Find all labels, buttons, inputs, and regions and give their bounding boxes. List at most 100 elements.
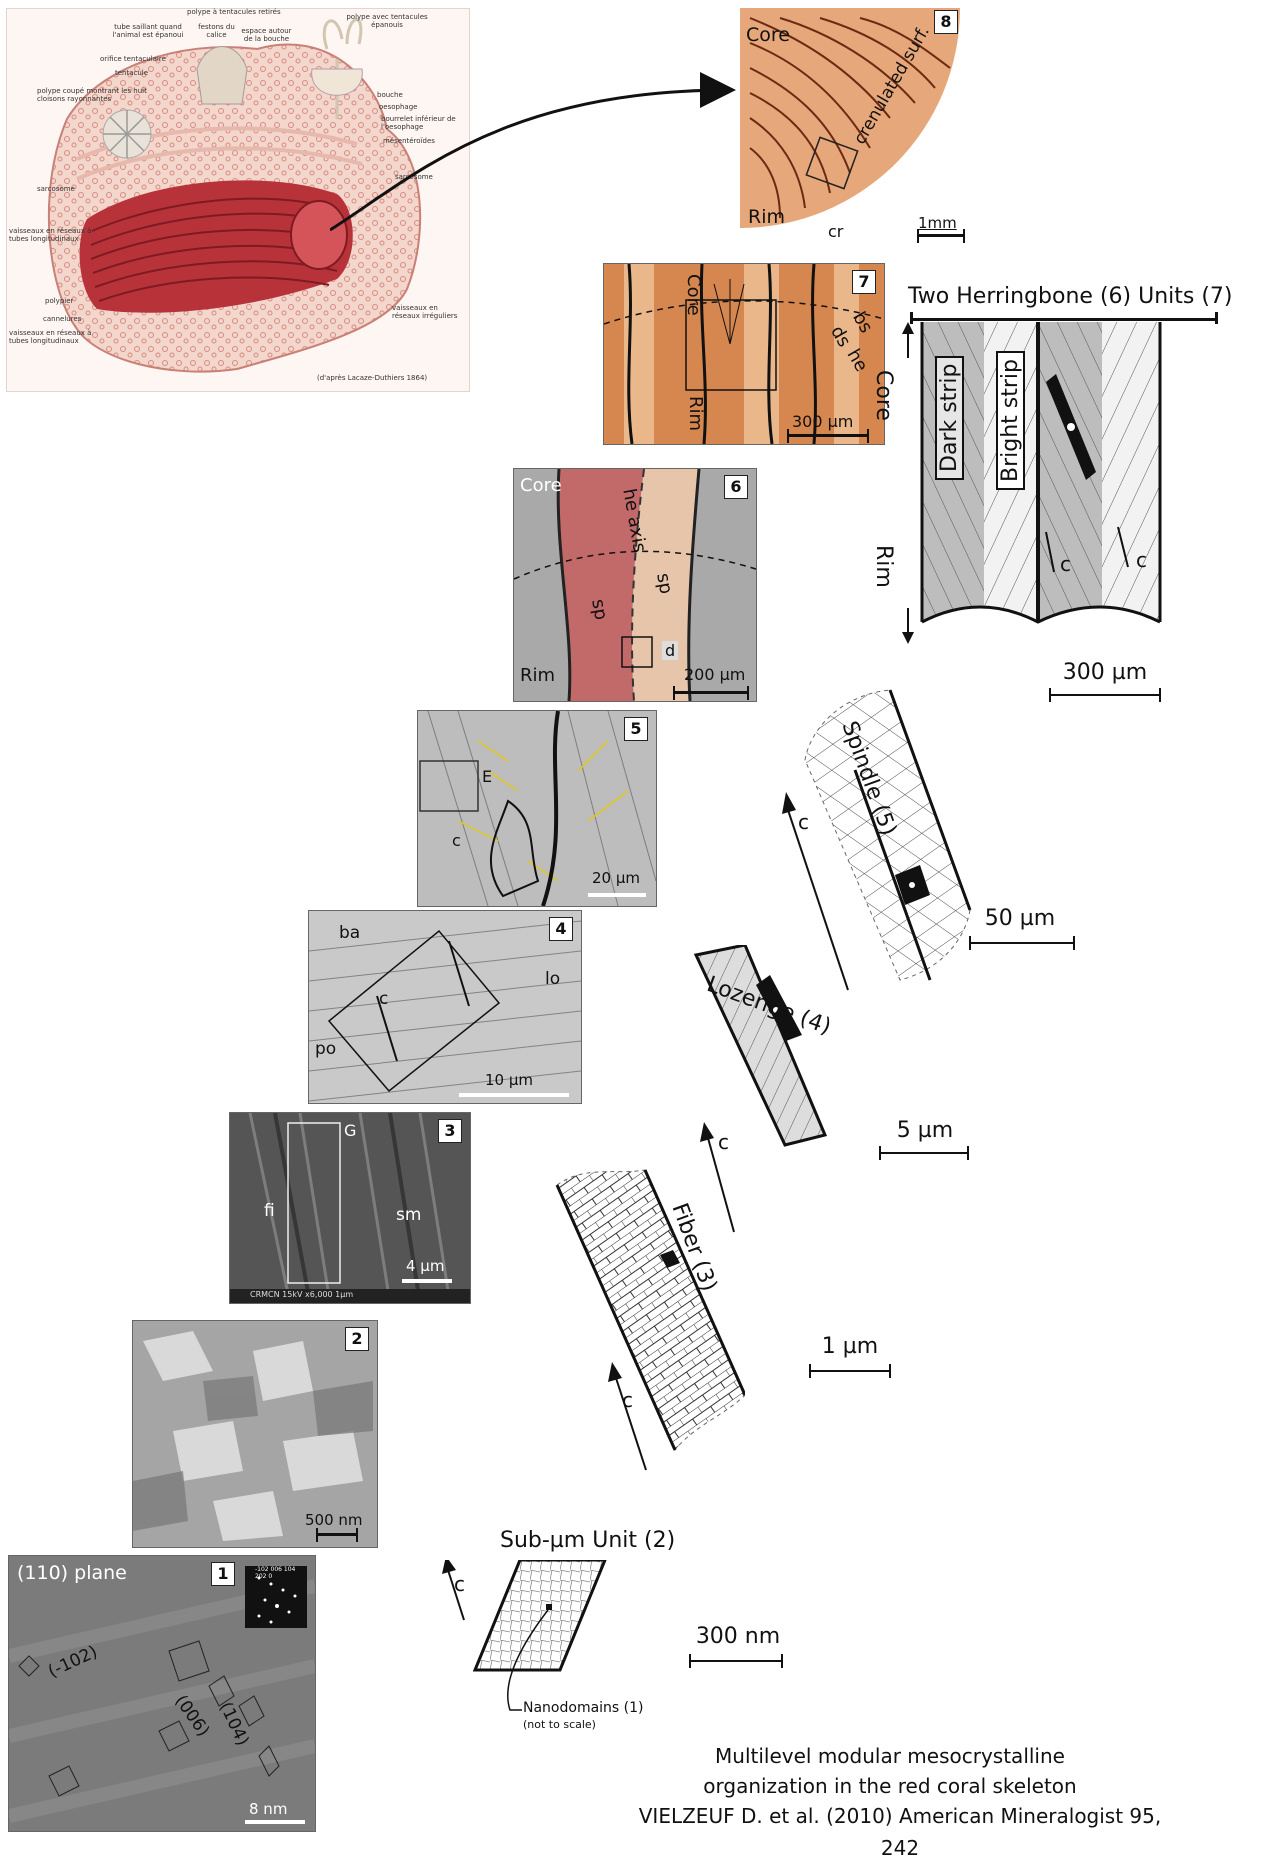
caption-line-1: Multilevel modular mesocrystalline (620, 1740, 1160, 1772)
bright-strip-label: Bright strip (996, 351, 1025, 490)
label-polyp-open: polype avec tentacules épanouis (337, 13, 437, 29)
panel-3-sm: sm (396, 1205, 421, 1225)
panel-7-core: Core (683, 274, 704, 316)
lozenge-scale: 5 µm (880, 1118, 970, 1143)
panel-5: 5 E c 20 µm (417, 710, 657, 907)
panel-2-scalebar (317, 1533, 357, 1536)
label-polyp-retracted: polype à tentacules retirés (187, 8, 327, 16)
panel-8-number: 8 (934, 10, 958, 34)
diff-label-202: 202 (255, 1573, 266, 1580)
label-tentacule: tentacule (115, 69, 165, 77)
label-vessels-bottom: vaisseaux en réseaux à tubes longitudina… (9, 329, 99, 345)
panel-6-d: d (662, 641, 678, 660)
label-sarcosome-left: sarcosome (37, 185, 97, 193)
spindle-scale: 50 µm (966, 906, 1074, 931)
panel-8-core: Core (746, 24, 790, 46)
nanodomains-note: (not to scale) (523, 1718, 596, 1731)
spindle-scalebar (970, 942, 1074, 944)
caption-line-2: organization in the red coral skeleton (620, 1770, 1160, 1802)
panel-4-scale: 10 µm (485, 1071, 533, 1089)
illustration-credit: (d'après Lacaze-Duthiers 1864) (317, 374, 462, 382)
herringbone-c1: c (1060, 552, 1071, 576)
panel-2-scale: 500 nm (305, 1511, 363, 1529)
fiber-scale: 1 µm (808, 1334, 892, 1359)
panel-4-lo: lo (545, 969, 560, 989)
panel-8-cr: cr (828, 222, 843, 241)
label-festons: festons du calice (194, 23, 239, 39)
fiber-c: c (622, 1388, 633, 1412)
panel-1-title: (110) plane (17, 1562, 127, 1584)
panel-5-number: 5 (624, 717, 648, 741)
panel-6-core: Core (520, 475, 562, 496)
panel-1-image (9, 1556, 315, 1831)
zoom-arrow (330, 60, 750, 240)
panel-3-scalebar (402, 1279, 452, 1283)
panel-6: 6 Core Rim he axis sp sp d 200 µm (513, 468, 757, 702)
label-cannelures: cannelures (43, 315, 103, 323)
panel-4-po: po (315, 1039, 336, 1059)
panel-6-scalebar (674, 691, 748, 694)
panel-8-rim: Rim (748, 206, 785, 228)
label-polyp-cut: polype coupé montrant les huit cloisons … (37, 87, 147, 103)
panel-4: 4 ba lo po c 10 µm (308, 910, 582, 1104)
panel-1-scale: 8 nm (249, 1800, 287, 1818)
dark-strip-label: Dark strip (935, 356, 964, 480)
panel-4-scalebar (459, 1093, 569, 1097)
panel-5-E: E (482, 767, 492, 786)
panel-3-scale: 4 µm (406, 1257, 444, 1275)
panel-1-diffraction: -102 006 104 202 0 (255, 1566, 305, 1580)
panel-2: 2 500 nm (132, 1320, 378, 1548)
panel-5-c: c (452, 831, 461, 850)
panel-4-number: 4 (549, 917, 573, 941)
label-orifice: orifice tentaculaire (100, 55, 170, 63)
fiber-c-arrow (600, 1360, 660, 1480)
label-vessels-top: vaisseaux en réseaux à tubes longitudina… (9, 227, 99, 243)
panel-8: 8 Core Rim cr crenulated surf. 1mm (740, 8, 972, 246)
label-tube: tube saillant quand l'animal est épanoui (103, 23, 193, 39)
herringbone-scalebar (1050, 694, 1160, 696)
panel-3: 3 G fi sm 4 µm CRMCN 15kV x6,000 1µm (229, 1112, 471, 1304)
panel-3-footer: CRMCN 15kV x6,000 1µm (250, 1290, 353, 1299)
core-rim-arrows (898, 318, 918, 648)
herringbone-bracket-right (1215, 312, 1218, 324)
panel-5-scale: 20 µm (592, 869, 640, 887)
herringbone-title: Two Herringbone (6) Units (7) (908, 284, 1233, 309)
panel-1: 1 (110) plane (-102) (006) (104) -102 00… (8, 1555, 316, 1832)
subum-title: Sub-µm Unit (2) (500, 1528, 675, 1553)
nanodomains-label: Nanodomains (1) (523, 1700, 644, 1716)
panel-8-scale: 1mm (918, 214, 957, 232)
panel-6-sp-left: sp (587, 597, 611, 621)
herringbone-bracket (910, 318, 1218, 321)
panel-6-sp-right: sp (652, 571, 676, 595)
panel-7-scalebar (788, 434, 868, 437)
lozenge-c: c (718, 1130, 729, 1154)
label-polypier: polypier (45, 297, 95, 305)
panel-3-number: 3 (438, 1119, 462, 1143)
panel-4-c: c (379, 989, 388, 1009)
panel-7-scale: 300 µm (792, 412, 853, 431)
panel-2-number: 2 (345, 1327, 369, 1351)
subum-c: c (454, 1572, 465, 1596)
diff-label-006: 006 (271, 1566, 282, 1573)
panel-1-number: 1 (211, 1562, 235, 1586)
diff-label-104: 104 (284, 1566, 295, 1573)
panel-6-number: 6 (724, 475, 748, 499)
herringbone-core: Core (871, 370, 896, 421)
panel-7-rim: Rim (685, 396, 706, 431)
panel-7-number: 7 (852, 270, 876, 294)
spindle-c: c (798, 810, 809, 834)
panel-6-rim: Rim (520, 665, 555, 686)
panel-1-scalebar (245, 1820, 305, 1824)
diff-label-102: -102 (255, 1566, 269, 1573)
herringbone-c2: c (1136, 548, 1147, 572)
herringbone-scale: 300 µm (1050, 660, 1160, 685)
panel-3-G: G (344, 1121, 356, 1140)
panel-3-fi: fi (264, 1201, 275, 1221)
lozenge-scalebar (880, 1152, 968, 1154)
diff-label-0: 0 (268, 1573, 272, 1580)
caption-line-3: VIELZEUF D. et al. (2010) American Miner… (620, 1800, 1180, 1864)
panel-7: 7 Core Rim ds bs he 300 µm (603, 263, 885, 445)
label-espace: espace autour de la bouche (239, 27, 294, 43)
label-vessels-irregular: vaisseaux en réseaux irréguliers (392, 304, 467, 320)
panel-6-scale: 200 µm (684, 665, 745, 684)
